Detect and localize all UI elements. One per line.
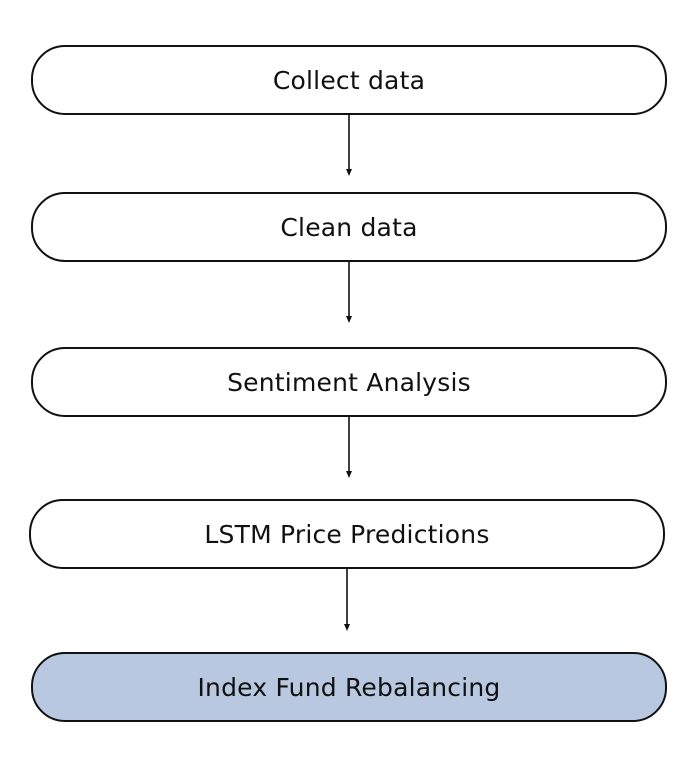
step-label: Clean data: [280, 212, 418, 242]
arrow-down-icon: [344, 569, 350, 631]
arrow-down-icon: [346, 417, 352, 478]
step-clean-data: Clean data: [31, 192, 667, 262]
arrow-down-icon: [346, 115, 352, 176]
step-label: Index Fund Rebalancing: [197, 672, 501, 702]
step-sentiment-analysis: Sentiment Analysis: [31, 347, 667, 417]
arrow-down-icon: [346, 262, 352, 323]
step-index-fund-rebalancing: Index Fund Rebalancing: [31, 652, 667, 722]
step-label: Collect data: [272, 65, 426, 95]
step-lstm-price-predictions: LSTM Price Predictions: [29, 499, 665, 569]
step-label: LSTM Price Predictions: [204, 519, 490, 549]
step-collect-data: Collect data: [31, 45, 667, 115]
step-label: Sentiment Analysis: [227, 367, 471, 397]
